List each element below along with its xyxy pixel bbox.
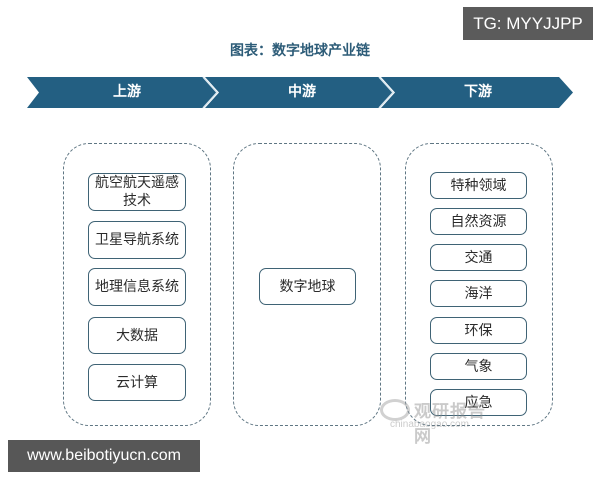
downstream-group [405,143,553,426]
midstream-node: 数字地球 [259,268,356,305]
upstream-group [63,143,211,426]
midstream-group [233,143,381,426]
stage-banner: 上游 中游 下游 [27,77,573,108]
stage-label-upstream: 上游 [113,84,141,100]
stage-label-downstream: 下游 [464,84,492,100]
downstream-node: 海洋 [430,280,527,307]
upstream-node: 航空航天遥感技术 [88,173,186,211]
upstream-node: 地理信息系统 [88,268,186,306]
diagram-title: 图表：数字地球产业链 [230,43,370,59]
downstream-node: 交通 [430,244,527,271]
watermark-en: chinabaogao.com [390,419,469,430]
downstream-node: 自然资源 [430,208,527,235]
tg-badge: TG: MYYJJPP [463,7,593,40]
upstream-node: 云计算 [88,364,186,401]
downstream-node: 特种领域 [430,172,527,199]
watermark-cn: 观研报告网 [414,402,486,447]
downstream-node: 应急 [430,389,527,416]
watermark: 观研报告网 chinabaogao.com [380,397,500,447]
url-badge: www.beibotiyucn.com [8,440,200,472]
downstream-node: 气象 [430,353,527,380]
stage-label-midstream: 中游 [288,84,316,100]
chevron-arrow-banner [27,77,573,108]
upstream-node: 卫星导航系统 [88,221,186,259]
watermark-logo-icon [380,399,410,421]
downstream-node: 环保 [430,317,527,344]
upstream-node: 大数据 [88,317,186,354]
